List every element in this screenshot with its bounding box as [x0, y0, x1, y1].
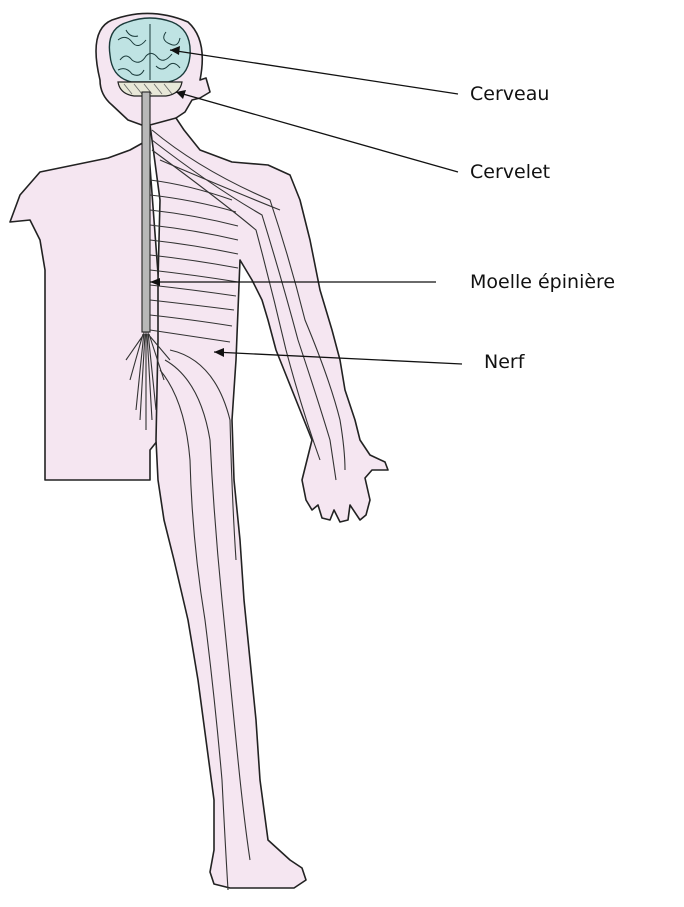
brain	[109, 18, 190, 96]
torso-left-outline	[10, 140, 160, 480]
spinal-cord-column	[142, 92, 150, 332]
label-cerebellum: Cervelet	[470, 161, 550, 183]
labels: Cerveau Cervelet Moelle épinière Nerf	[470, 83, 615, 373]
leader-line-brain	[170, 50, 458, 94]
right-body-outline	[150, 118, 388, 888]
label-nerve: Nerf	[484, 351, 526, 373]
label-brain: Cerveau	[470, 83, 549, 105]
label-spinal-cord: Moelle épinière	[470, 271, 615, 293]
